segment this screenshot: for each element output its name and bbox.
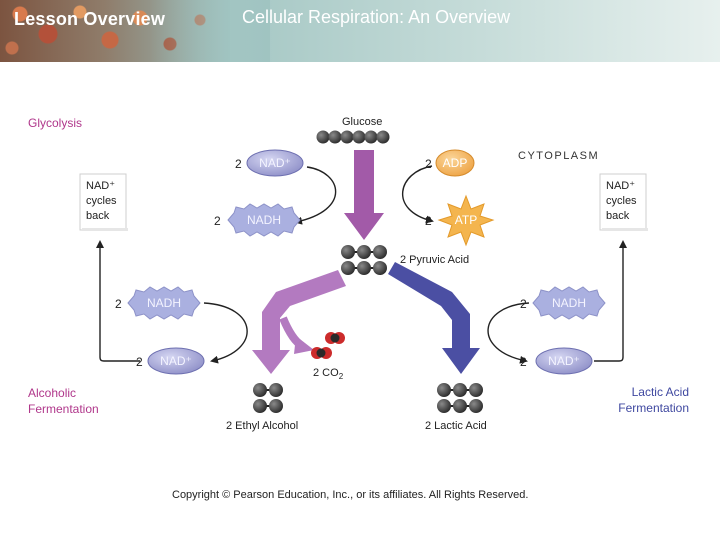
- cytoplasm-label: CYTOPLASM: [518, 150, 599, 162]
- glycolysis-arrow: [344, 150, 384, 240]
- lac-nadh-label: NADH: [552, 296, 586, 310]
- alcoholic-fermentation-arrow: [252, 270, 346, 374]
- adp-to-atp-curve: [401, 165, 434, 224]
- ethyl-alcohol-molecules: [253, 383, 283, 413]
- recycle-right-arrow: [594, 240, 627, 362]
- nad-to-nadh-curve: [294, 166, 337, 225]
- recycle-right-line3: back: [606, 210, 630, 222]
- alc-nadh-star: NADH: [127, 286, 201, 320]
- alcoholic-label-line1: Alcoholic: [28, 386, 76, 400]
- pyruvic-acid-label: 2 Pyruvic Acid: [400, 254, 469, 266]
- alc-nad-count: 2: [136, 355, 143, 369]
- recycle-left-box: NAD⁺ cycles back: [79, 173, 128, 231]
- alcoholic-label-line2: Fermentation: [28, 402, 99, 416]
- alc-nad-label: NAD⁺: [160, 354, 192, 368]
- adp-count: 2: [425, 157, 432, 171]
- copyright-notice: Copyright © Pearson Education, Inc., or …: [172, 489, 528, 501]
- ethyl-alcohol-label: 2 Ethyl Alcohol: [226, 420, 298, 432]
- header-fade: [150, 0, 270, 62]
- recycle-left-line3: back: [86, 210, 110, 222]
- pyruvic-acid-molecules: [341, 245, 387, 275]
- adp-oval: ADP: [435, 149, 475, 177]
- atp-label: ATP: [455, 213, 477, 227]
- slide-header: Lesson Overview Cellular Respiration: An…: [0, 0, 720, 62]
- recycle-left-line2: cycles: [86, 195, 117, 207]
- lactic-acid-label: 2 Lactic Acid: [425, 420, 487, 432]
- lactic-label-line2: Fermentation: [618, 401, 689, 415]
- nadh-left-star: NADH: [227, 203, 301, 237]
- recycle-left-line1: NAD⁺: [86, 180, 115, 192]
- lactic-fermentation-arrow: [388, 262, 480, 374]
- alc-nadh-label: NADH: [147, 296, 181, 310]
- lac-nad-count: 2: [520, 355, 527, 369]
- glucose-label: Glucose: [342, 116, 382, 128]
- lactic-label-line1: Lactic Acid: [632, 385, 689, 399]
- recycle-right-line2: cycles: [606, 195, 637, 207]
- lac-nadh-to-nad-curve: [487, 302, 530, 364]
- alc-nadh-to-nad-curve: [203, 302, 248, 364]
- co2-branch-arrowhead: [294, 336, 314, 354]
- lesson-label: Lesson Overview: [14, 9, 166, 29]
- co2-label: 2 CO2: [313, 367, 344, 381]
- co2-molecules: [311, 332, 345, 359]
- recycle-right-line1: NAD⁺: [606, 180, 635, 192]
- nadh-left-label: NADH: [247, 213, 281, 227]
- glucose-molecule: [316, 130, 390, 144]
- glycolysis-label: Glycolysis: [28, 116, 82, 130]
- atp-star: ATP: [437, 194, 495, 247]
- lactic-acid-molecules: [437, 383, 483, 413]
- alc-nadh-count: 2: [115, 297, 122, 311]
- recycle-left-arrow: [96, 240, 140, 362]
- nad-left-count: 2: [235, 157, 242, 171]
- lac-nadh-star: NADH: [532, 286, 606, 320]
- nad-left-label: NAD⁺: [259, 156, 291, 170]
- nadh-left-count: 2: [214, 214, 221, 228]
- lac-nad-label: NAD⁺: [548, 354, 580, 368]
- lac-nad-oval: NAD⁺: [535, 347, 593, 375]
- atp-count: 2: [425, 214, 432, 228]
- adp-label: ADP: [443, 156, 468, 170]
- nad-left-oval: NAD⁺: [246, 149, 304, 177]
- slide-title: Cellular Respiration: An Overview: [242, 7, 511, 27]
- recycle-right-box: NAD⁺ cycles back: [599, 173, 648, 231]
- alc-nad-oval: NAD⁺: [147, 347, 205, 375]
